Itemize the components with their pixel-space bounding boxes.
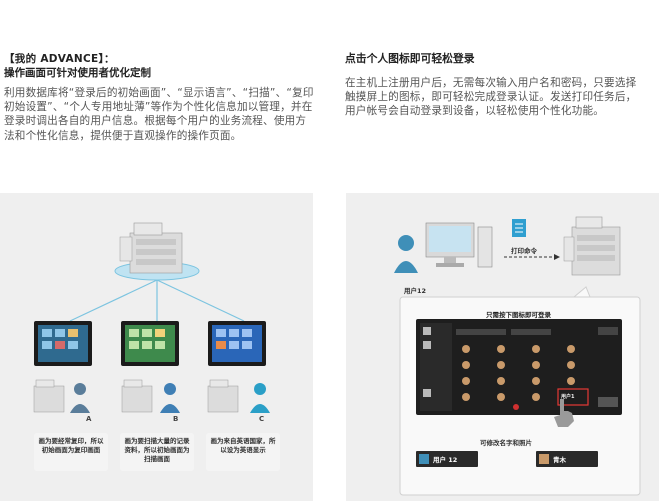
screen-b (121, 321, 179, 366)
right-title: 点击个人图标即可轻松登录 (345, 52, 475, 65)
chip-right-label[interactable]: 青木 (553, 456, 566, 464)
right-paragraph: 在主机上注册用户后，无需每次输入用户名和密码，只要选择触摸屏上的图标，即可轻松完… (345, 77, 637, 118)
computer-icon (425, 222, 493, 268)
bottom-caption: 可修改名字和照片 (480, 439, 532, 447)
chip-right-bg (536, 451, 598, 467)
left-illustration-panel: A B C 画为要经常复印，所以初始画面为复印画面 画为要扫描大量的记录资料，所… (0, 193, 313, 501)
person-b-icon (160, 383, 180, 413)
right-illustration-panel: 用户12 打印命令 只需按下图标即可登录 用户1 可修改名字和照片 用户 12 … (346, 193, 659, 501)
printer-c (207, 379, 239, 413)
left-paragraph: 利用数据库将“登录后的初始画面”、“显示语言”、“扫描”、“复印初始设置”、“个… (4, 87, 314, 142)
user-label: 用户12 (404, 287, 427, 295)
user-c-letter: C (259, 415, 265, 423)
person-a-icon (70, 383, 90, 413)
document-icon (512, 219, 526, 237)
right-printer-icon (563, 216, 621, 276)
user-b-caption: 画为要扫描大量的记录资料，所以初始画面为扫描画面 (120, 433, 194, 471)
chip-left-bg (416, 451, 478, 467)
user-a-caption: 画为要经常复印，所以初始画面为复印画面 (34, 433, 108, 471)
screen-c (208, 321, 266, 366)
left-text-block: 【我的 ADVANCE】： 操作画面可针对使用者优化定制 利用数据库将“登录后的… (4, 52, 314, 143)
hand-pointer-icon (554, 399, 574, 427)
printer-b (121, 379, 153, 413)
print-label: 打印命令 (511, 247, 537, 255)
printer-a (33, 379, 65, 413)
person-c-icon (250, 383, 270, 413)
left-title-2: 操作画面可针对使用者优化定制 (4, 67, 151, 79)
user-a-letter: A (86, 415, 92, 423)
user-b-letter: B (173, 415, 179, 423)
left-illustration (33, 222, 270, 413)
touch-screen (416, 319, 622, 415)
right-illustration (394, 216, 641, 496)
screen-a (34, 321, 92, 366)
user-c-caption: 画为来自英语国家，所以设为英语显示 (206, 433, 280, 471)
screen-highlight-label: 用户1 (561, 394, 575, 400)
screen-title: 只需按下图标即可登录 (486, 311, 551, 319)
user-person-icon (394, 235, 418, 273)
printer-icon (119, 222, 183, 274)
left-title-1: 【我的 ADVANCE】： (4, 53, 115, 65)
chip-left-label[interactable]: 用户 12 (433, 456, 458, 464)
right-text-block: 点击个人图标即可轻松登录 在主机上注册用户后，无需每次输入用户名和密码，只要选择… (345, 52, 645, 119)
